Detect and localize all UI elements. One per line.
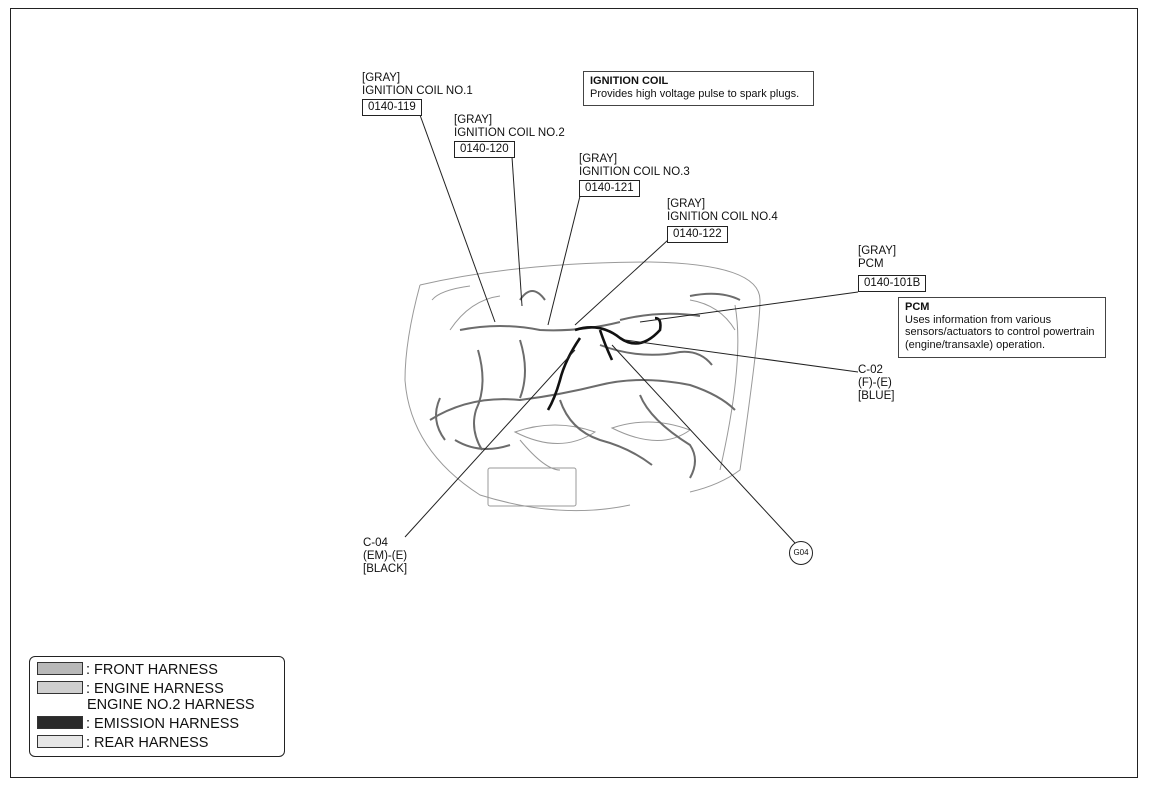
- coil1-name: IGNITION COIL NO.1: [362, 85, 473, 97]
- pcm-name: PCM: [858, 258, 884, 270]
- front-harness-swatch: [37, 662, 83, 675]
- ground-g04[interactable]: G04: [789, 541, 813, 565]
- coil3-color: [GRAY]: [579, 153, 618, 165]
- leader-lines: [404, 114, 859, 544]
- coil2-name: IGNITION COIL NO.2: [454, 127, 565, 139]
- c02-type: (F)-(E): [858, 377, 892, 389]
- front-bumper-plate: [487, 467, 577, 507]
- c02-color: [BLUE]: [858, 390, 895, 402]
- c04-type: (EM)-(E): [363, 550, 408, 562]
- c04-code: C-04: [363, 537, 388, 549]
- legend-item-front: : FRONT HARNESS: [37, 662, 218, 678]
- emission-harness-swatch: [37, 716, 83, 729]
- legend-label-front: : FRONT HARNESS: [86, 662, 218, 678]
- coil2-color: [GRAY]: [454, 114, 493, 126]
- legend-item-rear: : REAR HARNESS: [37, 735, 208, 751]
- legend-item-engine-no2: ENGINE NO.2 HARNESS: [87, 697, 255, 713]
- c04-color: [BLACK]: [363, 563, 408, 575]
- legend-item-engine: : ENGINE HARNESS: [37, 681, 224, 697]
- emission-harness: [546, 316, 662, 411]
- pcm-note-title: PCM: [905, 301, 930, 313]
- ignition-coil-note-desc: Provides high voltage pulse to spark plu…: [590, 87, 800, 100]
- diagram-frame: [10, 8, 1138, 778]
- pcm-connector-code[interactable]: 0140-101B: [858, 275, 927, 292]
- coil4-color: [GRAY]: [667, 198, 706, 210]
- legend-label-engine: : ENGINE HARNESS: [86, 681, 224, 697]
- legend-label-emission: : EMISSION HARNESS: [86, 716, 240, 732]
- coil1-color: [GRAY]: [362, 72, 401, 84]
- legend-item-emission: : EMISSION HARNESS: [37, 716, 239, 732]
- coil3-connector-code[interactable]: 0140-121: [579, 180, 640, 197]
- rear-harness-swatch: [37, 735, 83, 748]
- ignition-coil-note: IGNITION COIL Provides high voltage puls…: [583, 71, 814, 106]
- coil3-name: IGNITION COIL NO.3: [579, 166, 690, 178]
- pcm-note-desc: Uses information from various sensors/ac…: [905, 313, 1095, 351]
- coil4-name: IGNITION COIL NO.4: [667, 211, 778, 223]
- coil1-connector-code[interactable]: 0140-119: [362, 99, 422, 116]
- harness-legend: : FRONT HARNESS : ENGINE HARNESS ENGINE …: [29, 656, 285, 757]
- c02-code: C-02: [858, 364, 883, 376]
- car-body-outline: [404, 261, 761, 512]
- engine-harness: [429, 290, 741, 479]
- engine-harness-swatch: [37, 681, 83, 694]
- legend-label-rear: : REAR HARNESS: [86, 735, 209, 751]
- coil2-connector-code[interactable]: 0140-120: [454, 141, 515, 158]
- pcm-note: PCM Uses information from various sensor…: [898, 297, 1106, 358]
- coil4-connector-code[interactable]: 0140-122: [667, 226, 728, 243]
- pcm-color: [GRAY]: [858, 245, 897, 257]
- ignition-coil-note-title: IGNITION COIL: [590, 75, 669, 87]
